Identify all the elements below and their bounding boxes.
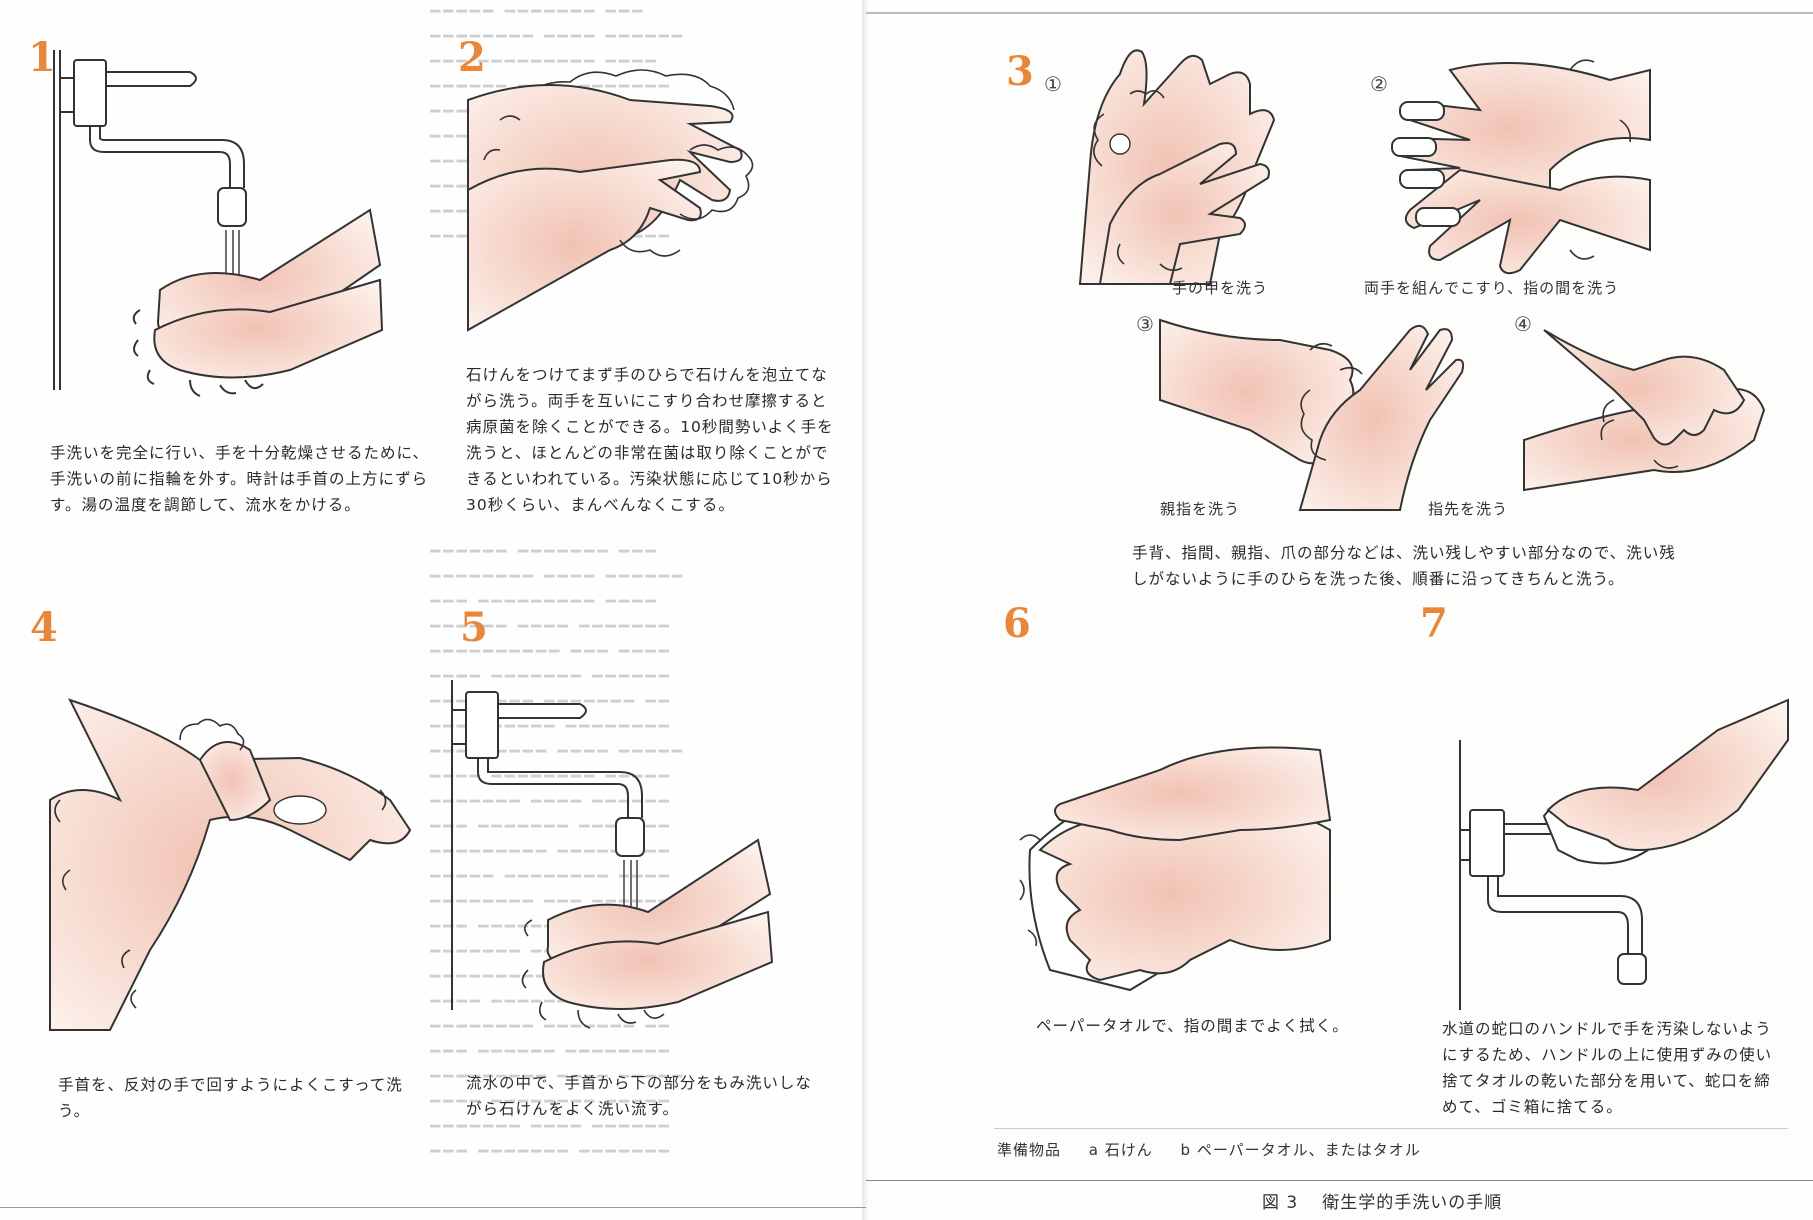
substep-marker-1: ① xyxy=(1044,72,1062,96)
step-4-caption: 手首を、反対の手で回すようによくこすって洗う。 xyxy=(58,1076,403,1120)
supplies-list: 準備物品 a 石けん b ペーパータオル、またはタオル xyxy=(997,1139,1443,1160)
left-page xyxy=(0,0,866,1220)
step-number-3: 3 xyxy=(1006,48,1034,95)
step-1-caption: 手洗いを完全に行い、手を十分乾燥させるために、手洗いの前に指輪を外す。時計は手首… xyxy=(50,444,430,514)
supplies-label: 準備物品 xyxy=(997,1141,1062,1159)
illustration-fingertip-wash xyxy=(1523,329,1766,492)
illustration-back-of-hand xyxy=(1078,49,1276,285)
step-number-6: 6 xyxy=(1003,600,1031,647)
substep-marker-3: ③ xyxy=(1136,312,1154,336)
illustration-lathering-palms xyxy=(467,69,754,332)
step-number-2: 2 xyxy=(458,34,486,81)
right-page xyxy=(866,0,1813,1220)
step-6-caption: ペーパータオルで、指の間までよく拭く。 xyxy=(1036,1017,1349,1035)
bottom-rule-left xyxy=(0,1207,866,1208)
substep-marker-2: ② xyxy=(1370,72,1388,96)
supply-item-towel: b ペーパータオル、またはタオル xyxy=(1180,1141,1421,1159)
substep-label-4: 指先を洗う xyxy=(1428,500,1509,518)
supplies-rule xyxy=(994,1128,1788,1129)
figure-title: 衛生学的手洗いの手順 xyxy=(1322,1193,1503,1213)
substep-marker-4: ④ xyxy=(1514,312,1532,336)
illustration-close-faucet-with-towel xyxy=(1459,698,1789,1010)
step-number-1: 1 xyxy=(28,34,56,81)
step-5-caption: 流水の中で、手首から下の部分をもみ洗いしながら石けんをよく洗い流す。 xyxy=(466,1074,812,1118)
step-number-7: 7 xyxy=(1420,600,1448,647)
step-number-5: 5 xyxy=(460,604,488,651)
substep-label-3: 親指を洗う xyxy=(1160,500,1241,518)
supply-item-soap: a 石けん xyxy=(1088,1141,1153,1159)
top-rule xyxy=(866,12,1813,14)
illustration-interlaced-fingers xyxy=(1391,59,1651,275)
substep-label-2: 両手を組んでこすり、指の間を洗う xyxy=(1364,279,1620,297)
step-2-caption: 石けんをつけてまず手のひらで石けんを泡立てながら洗う。両手を互いにこすり合わせ摩… xyxy=(466,366,834,514)
step-7-caption: 水道の蛇口のハンドルで手を汚染しないようにするため、ハンドルの上に使用ずみの使い… xyxy=(1442,1020,1773,1116)
step-number-4: 4 xyxy=(30,604,58,651)
figure-caption: 図 3 衛生学的手洗いの手順 xyxy=(1262,1188,1502,1213)
bleed-through-text: ━━━━━━ ━━━━━━━ ━━━━━━━━━━━ ━━━━ ━━━━━━━━… xyxy=(430,542,686,1162)
illustration-thumb-wash xyxy=(1159,318,1465,511)
substep-label-1: 手の甲を洗う xyxy=(1172,279,1269,297)
illustration-wrist-wash xyxy=(49,698,412,1031)
figure-label: 図 3 xyxy=(1262,1193,1299,1213)
illustration-faucet-rinse-soap xyxy=(451,680,774,1029)
step-3-caption: 手背、指間、親指、爪の部分などは、洗い残しやすい部分なので、洗い残しがないように… xyxy=(1132,544,1676,588)
book-gutter xyxy=(862,0,868,1220)
illustration-paper-towel-dry xyxy=(1019,746,1332,992)
illustration-faucet-rinse xyxy=(53,50,384,397)
bottom-rule-right xyxy=(866,1180,1813,1181)
